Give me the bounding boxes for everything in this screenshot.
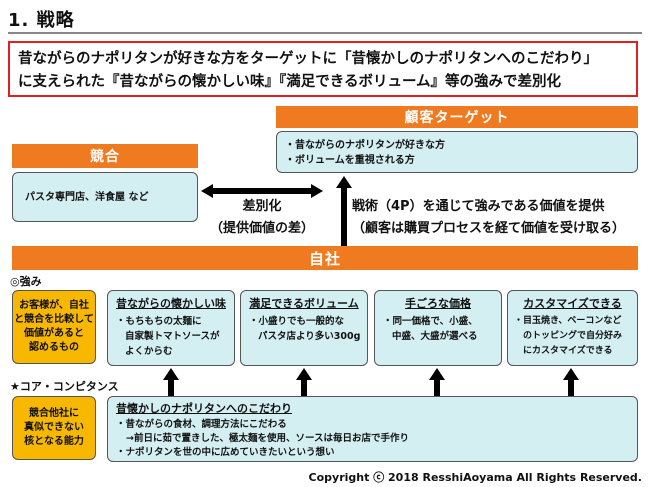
target-item: ・昔ながらのナポリタンが好きな方 — [285, 140, 445, 151]
core-definition-line: 競合他社に — [29, 408, 79, 419]
core-competence-definition: 競合他社に 真似できない 核となる能力 — [12, 396, 96, 460]
competition-box: パスタ専門店、洋食屋 など — [12, 172, 198, 222]
strength-box-volume: 満足できるボリューム ・小盛りでも一般的な パスタ店より多い300g — [240, 290, 368, 366]
strengths-definition-line: 価値があると — [23, 328, 84, 339]
strengths-definition-line: と競合を比較して — [14, 314, 94, 325]
company-bar: 自社 — [12, 246, 638, 270]
page-title: 1. 戦略 — [8, 10, 75, 31]
strength-box-customize: カスタマイズできる ・目玉焼き、ベーコンなど のトッピングで自分好み にカスタマ… — [507, 290, 638, 366]
value-provision-label: 戦術（4P）を通じて強みである価値を提供 （顧客は購買プロセスを経て価値を受け取… — [352, 196, 625, 240]
competition-bar: 競合 — [12, 144, 198, 168]
strength-line: ・目玉焼き、ベーコンなど — [514, 316, 622, 326]
headline-line-2: に支えられた『昔ながらの懐かしい味』『満足できるボリューム』等の強みで差別化 — [18, 74, 562, 90]
differentiation-label: 差別化 （提供価値の差） — [204, 196, 320, 240]
strength-box-price: 手ごろな価格 ・同一価格で、小盛、 中盛、大盛が選べる — [374, 290, 502, 366]
strength-to-value-arrows — [163, 368, 579, 396]
core-competence-box: 昔懐かしのナポリタンへのこだわり ・昔ながらの食材、調理方法にこだわる →前日に… — [107, 396, 638, 462]
strength-title: 満足できるボリューム — [249, 297, 359, 310]
core-line: ・ナポリタンを世の中に広めていきたいという想い — [116, 447, 335, 458]
strength-title: カスタマイズできる — [523, 297, 622, 310]
core-definition-line: 核となる能力 — [24, 436, 84, 447]
strategy-headline: 昔ながらのナポリタンが好きな方をターゲットに「昔懐かしのナポリタンへのこだわり」… — [8, 41, 638, 97]
strengths-definition-line: 認めるもの — [28, 342, 79, 353]
strength-title: 手ごろな価格 — [405, 297, 471, 310]
target-item: ・ボリュームを重視される方 — [285, 155, 415, 166]
strengths-label: ◎強み — [10, 275, 42, 288]
strength-line: 自家製トマトソースが — [125, 331, 220, 342]
strengths-definition-line: お客様が、自社 — [19, 300, 89, 311]
differentiation-arrow — [201, 184, 323, 198]
differentiation-subtitle: （提供価値の差） — [209, 221, 314, 236]
core-line: →前日に茹で置きした、極太麺を使用、ソースは毎日お店で手作り — [126, 433, 409, 444]
strength-box-taste: 昔ながらの懐かしい味 ・もちもちの太麺に 自家製トマトソースが よくからむ — [107, 290, 235, 366]
core-competence-label: ★コア・コンピタンス — [10, 380, 119, 393]
core-line: ・昔ながらの食材、調理方法にこだわる — [116, 419, 287, 430]
headline-line-1: 昔ながらのナポリタンが好きな方をターゲットに「昔懐かしのナポリタンへのこだわり」 — [18, 51, 598, 67]
value-provision-subtitle: （顧客は購買プロセスを経て価値を受け取る） — [352, 221, 626, 236]
core-definition-line: 真似できない — [24, 422, 84, 433]
strength-line: パスタ店より多い300g — [258, 331, 361, 342]
strengths-definition: お客様が、自社 と競合を比較して 価値があると 認めるもの — [12, 290, 96, 364]
strength-title: 昔ながらの懐かしい味 — [116, 297, 226, 310]
differentiation-title: 差別化 — [242, 199, 282, 214]
strength-line: ・同一価格で、小盛、 — [383, 316, 478, 327]
strength-line: 中盛、大盛が選べる — [392, 331, 478, 342]
strength-line: ・もちもちの太麺に — [116, 316, 202, 327]
copyright-notice: Copyright ⓒ 2018 ResshiAoyama All Rights… — [308, 471, 642, 484]
target-bar: 顧客ターゲット — [276, 106, 638, 128]
value-provision-title: 戦術（4P）を通じて強みである価値を提供 — [352, 199, 605, 214]
target-box: ・昔ながらのナポリタンが好きな方 ・ボリュームを重視される方 — [276, 131, 638, 173]
strength-line: にカスタマイズできる — [523, 346, 613, 356]
strength-line: のトッピングで自分好み — [523, 331, 623, 341]
value-provision-arrow — [336, 176, 352, 246]
competition-text: パスタ専門店、洋食屋 など — [25, 191, 149, 203]
title-divider — [8, 32, 642, 34]
strength-line: よくからむ — [125, 346, 173, 357]
strength-line: ・小盛りでも一般的な — [249, 316, 345, 327]
core-title: 昔懐かしのナポリタンへのこだわり — [116, 402, 292, 415]
